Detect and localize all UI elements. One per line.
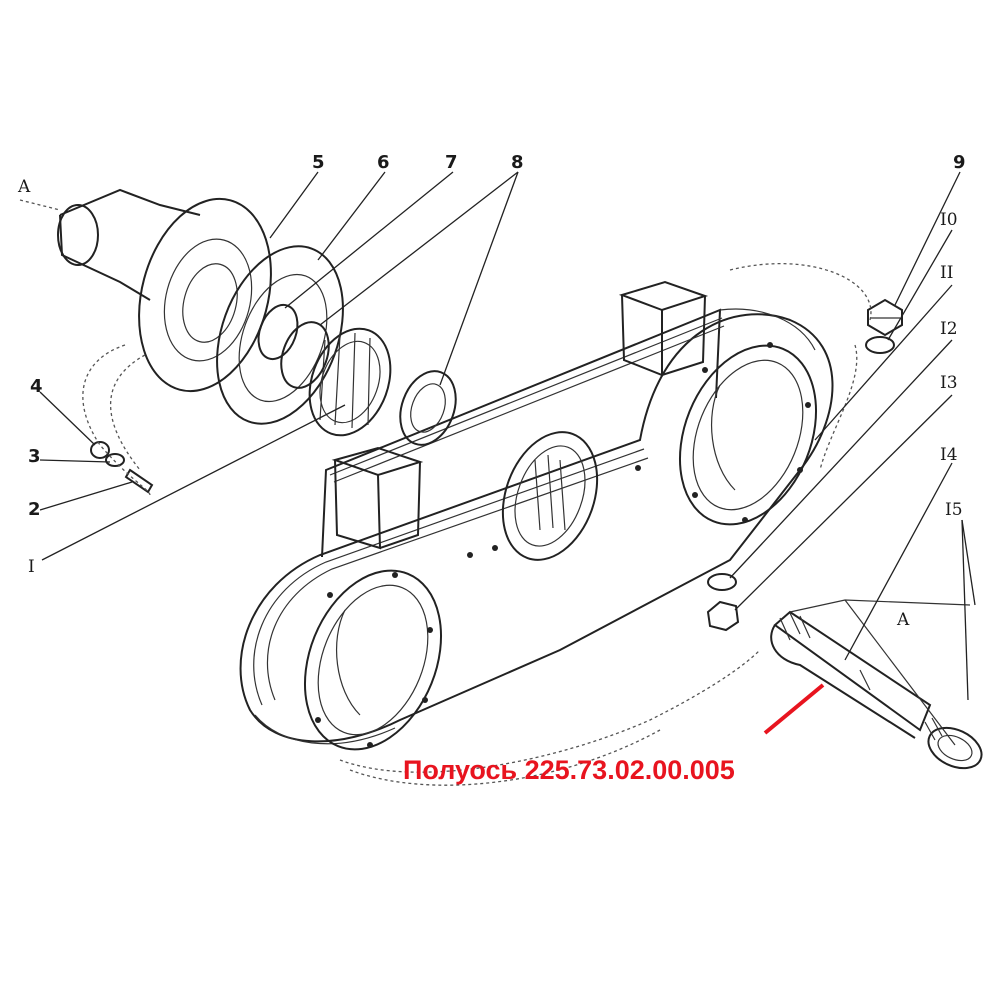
- callout-4: 4: [30, 376, 43, 397]
- callout-2: 2: [28, 499, 41, 520]
- plug-9: [867, 298, 903, 337]
- part-caption: Полуось 225.73.02.00.005: [403, 755, 735, 785]
- axle-cup-5: [19, 188, 272, 393]
- housing-bracket-left: [331, 446, 424, 550]
- callout-I: I: [28, 557, 35, 577]
- gear-I: [308, 327, 392, 437]
- callout-6: 6: [377, 152, 390, 173]
- housing-bore-left: [303, 569, 443, 751]
- mark-a-right: A: [896, 610, 910, 630]
- highlight-pointer: [763, 683, 825, 735]
- nut-13: [706, 600, 740, 632]
- callout-15: I5: [945, 500, 963, 520]
- callout-3: 3: [28, 446, 41, 467]
- callout-9: 9: [953, 152, 966, 173]
- dimension-a-bracket: [789, 599, 971, 746]
- bearing-8b: [399, 370, 457, 446]
- gearbox-housing: [239, 308, 834, 745]
- assembly-line-right-2: [819, 344, 858, 471]
- assembly-line-left-2: [110, 354, 146, 471]
- housing-bolt-holes: [315, 342, 811, 748]
- stud-2: [124, 468, 154, 494]
- callout-12: I2: [940, 319, 958, 339]
- leader-lines: [39, 171, 976, 701]
- washer-12: [707, 573, 737, 591]
- mark-a-left: A: [17, 177, 31, 197]
- seal-7: [257, 303, 299, 361]
- assembly-line-left: [82, 344, 151, 496]
- axle-shaft-14: [770, 610, 983, 770]
- callout-14: I4: [940, 445, 958, 465]
- washer-10: [865, 336, 895, 354]
- callout-8: 8: [511, 152, 524, 173]
- housing-bracket-right: [618, 280, 709, 377]
- assembly-line-right: [729, 263, 872, 321]
- housing-bore-right: [678, 344, 818, 526]
- washer-3: [105, 453, 125, 467]
- gasket-6: [216, 245, 344, 425]
- callout-labels: I 2 3 4 5 6 7 8 9 I0 II I2 I3 I4 I5 A A: [17, 152, 966, 630]
- callout-11: II: [940, 263, 953, 283]
- assembly-line-bottom: [339, 649, 761, 773]
- nut-4: [90, 441, 110, 459]
- callout-13: I3: [940, 373, 958, 393]
- callout-5: 5: [312, 152, 325, 173]
- callout-10: I0: [940, 210, 958, 230]
- callout-7: 7: [445, 152, 458, 173]
- bearing-8a: [280, 321, 330, 389]
- housing-bore-center: [501, 431, 599, 561]
